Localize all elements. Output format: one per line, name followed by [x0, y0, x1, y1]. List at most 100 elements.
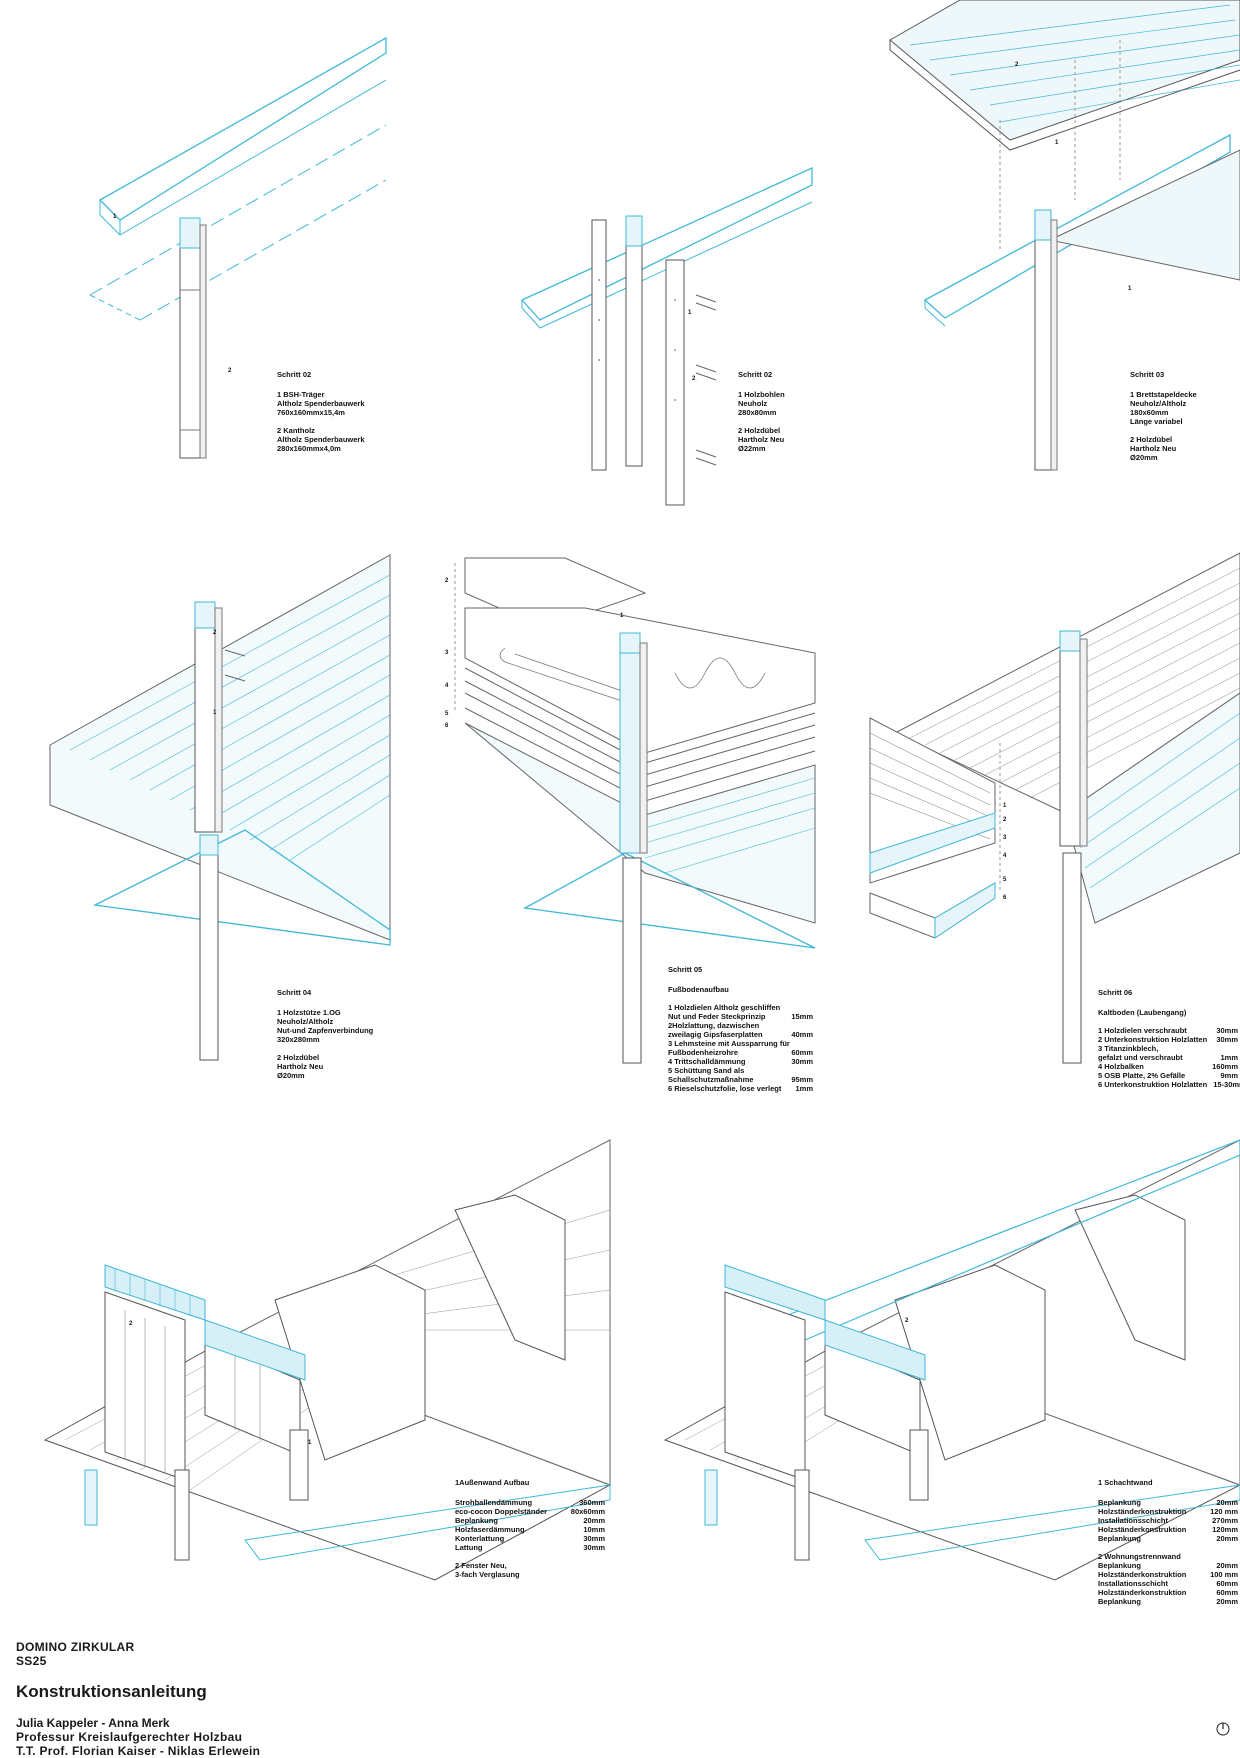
exterior-wall-drawing [43, 1139, 612, 1581]
panel-step02-beam: 1 2 [80, 20, 390, 459]
mark-1: 1 [213, 710, 217, 716]
layer-row: 5 Schüttung Sand als [668, 1066, 813, 1075]
layer-thickness: 60mm [1216, 1579, 1238, 1588]
layer-thickness: 10mm [583, 1525, 605, 1534]
mark-1: 1 [688, 310, 692, 316]
layer-name: Schallschutzmaßnahme [668, 1075, 754, 1084]
layer-thickness [807, 1039, 813, 1048]
layer-name: 4 Trittschalldämmung [668, 1057, 746, 1066]
floor-buildup-drawing [454, 557, 816, 1064]
layer-row: Beplankung 20mm [1098, 1561, 1238, 1570]
mark-1: 1 [1003, 803, 1007, 809]
mark-1: 1 [620, 613, 624, 619]
layer-row: 1 Holzdielen Altholz geschliffen [668, 1003, 813, 1012]
layer-name: 1 Holzdielen Altholz geschliffen [668, 1003, 781, 1012]
panel-exterior-wall: 2 1 [43, 1139, 612, 1581]
layer-thickness: 60mm [791, 1048, 813, 1057]
layer-name: Beplankung [1098, 1561, 1141, 1570]
layer-name: Holzständerkonstruktion [1098, 1588, 1187, 1597]
layer-thickness: 9mm [1220, 1071, 1238, 1080]
north-arrow-icon [1216, 1722, 1230, 1736]
mark-6: 6 [445, 723, 449, 729]
panel-step02-planks: 1 2 [520, 160, 815, 506]
layer-thickness: 20mm [1216, 1561, 1238, 1570]
layer-name: Beplankung [1098, 1597, 1141, 1606]
layer-thickness [807, 1066, 813, 1075]
caption-step05: Schritt 05 Fußbodenaufbau 1 Holzdielen A… [668, 965, 813, 1093]
mark-2: 2 [445, 578, 449, 584]
layer-name: eco-cocon Doppelständer [455, 1507, 548, 1516]
layer-thickness [807, 1003, 813, 1012]
layer-row: eco-cocon Doppelständer 80x60mm [455, 1507, 605, 1516]
panel-step03-ceiling: 2 1 1 [889, 0, 1240, 480]
layer-name: 6 Unterkonstruktion Holzlatten [1098, 1080, 1208, 1089]
layer-name: 4 Holzbalken [1098, 1062, 1144, 1071]
mark-2: 2 [213, 630, 217, 636]
layer-name: Konterlattung [455, 1534, 505, 1543]
layer-name: 1 Holzdielen verschraubt [1098, 1026, 1187, 1035]
layer-thickness: 80x60mm [570, 1507, 605, 1516]
mark-6: 6 [1003, 895, 1007, 901]
caption-title: Schritt 02 [277, 370, 312, 379]
layer-thickness: 120mm [1212, 1525, 1238, 1534]
layer-thickness: 20mm [1216, 1597, 1238, 1606]
layer-name: Nut und Feder Steckprinzip [668, 1012, 766, 1021]
mark-3: 3 [445, 650, 449, 656]
mark-1: 1 [308, 1440, 312, 1446]
layer-name: 6 Rieselschutzfolie, lose verlegt [668, 1084, 782, 1093]
layer-name: 5 Schüttung Sand als [668, 1066, 745, 1075]
mark-4: 4 [445, 683, 449, 689]
layer-row: 2Holzlattung, dazwischen [668, 1021, 813, 1030]
panel-step05-floor: 2 1 3 4 5 6 [445, 553, 816, 1064]
mark-2: 2 [1003, 817, 1007, 823]
layer-thickness: 360mm [579, 1498, 605, 1507]
layer-thickness: 1mm [1220, 1053, 1238, 1062]
walkway-drawing [869, 552, 1240, 1064]
chair: Professur Kreislaufgerechter Holzbau [16, 1730, 243, 1744]
layer-thickness: 1mm [795, 1084, 813, 1093]
layer-thickness [807, 1021, 813, 1030]
layer-row: 5 OSB Platte, 2% Gefälle 9mm [1098, 1071, 1238, 1080]
caption-step02-beam: Schritt 02 1 BSH-Träger Altholz Spenderb… [277, 370, 365, 453]
layer-name: 5 OSB Platte, 2% Gefälle [1098, 1071, 1186, 1080]
layer-thickness: 40mm [791, 1030, 813, 1039]
layer-name: Beplankung [1098, 1534, 1141, 1543]
layer-name: Holzständerkonstruktion [1098, 1525, 1187, 1534]
layer-thickness: 60mm [1216, 1588, 1238, 1597]
mark-3: 3 [1003, 835, 1007, 841]
layer-thickness: 100 mm [1210, 1570, 1238, 1579]
layer-thickness: 20mm [1216, 1498, 1238, 1507]
mark-2: 2 [905, 1318, 909, 1324]
layer-row: 3 Lehmsteine mit Aussparrung für [668, 1039, 813, 1048]
layer-name: Holzständerkonstruktion [1098, 1570, 1187, 1579]
caption-step04: Schritt 04 1 Holzstütze 1.OG Neuholz/Alt… [277, 988, 374, 1080]
layer-name: gefalzt und verschraubt [1098, 1053, 1183, 1062]
ceiling-drawing [889, 0, 1240, 471]
mark-1: 1 [1055, 140, 1059, 146]
beam-column-drawing [89, 36, 387, 459]
layer-thickness: 120 mm [1210, 1507, 1238, 1516]
layer-name: 2 Unterkonstruktion Holzlatten [1098, 1035, 1208, 1044]
shaft-wall-drawing [663, 1139, 1240, 1581]
layer-name: Fußbodenheizrohre [668, 1048, 738, 1057]
layer-name: 3 Lehmsteine mit Aussparrung für [668, 1039, 790, 1048]
planks-drawing [520, 166, 813, 506]
mark-2: 2 [1015, 62, 1019, 68]
